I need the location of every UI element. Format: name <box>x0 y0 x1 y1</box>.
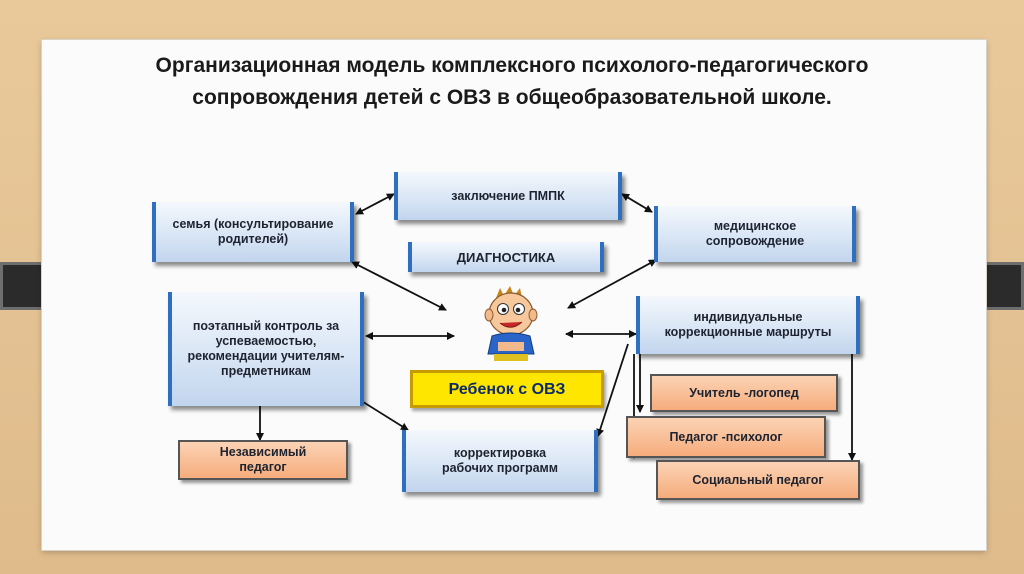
page-title: Организационная модель комплексного псих… <box>155 54 869 109</box>
arrow-routes-correction <box>596 343 629 437</box>
node-correction: корректировка рабочих программ <box>402 430 598 492</box>
node-independent: Независимый педагог <box>178 440 348 480</box>
arrow-control-correction <box>359 399 409 431</box>
node-diagnostics: ДИАГНОСТИКА <box>408 242 604 272</box>
node-psych: Педагог -психолог <box>626 416 826 458</box>
node-control: поэтапный контроль за успеваемостью, рек… <box>168 292 364 406</box>
arrow-pmpk-family <box>355 193 395 215</box>
arrow-family-child <box>351 261 447 311</box>
child-figure <box>470 284 554 364</box>
arrow-medical-child <box>567 259 657 309</box>
node-medical: медицинское сопровождение <box>654 206 856 262</box>
arrow-pmpk-medical <box>621 193 653 213</box>
node-child: Ребенок с ОВЗ <box>410 370 604 408</box>
node-speech: Учитель -логопед <box>650 374 838 412</box>
node-social: Социальный педагог <box>656 460 860 500</box>
node-routes: индивидуальные коррекционные маршруты <box>636 296 860 354</box>
node-pmpk: заключение ПМПК <box>394 172 622 220</box>
node-family: семья (консультирование родителей) <box>152 202 354 262</box>
